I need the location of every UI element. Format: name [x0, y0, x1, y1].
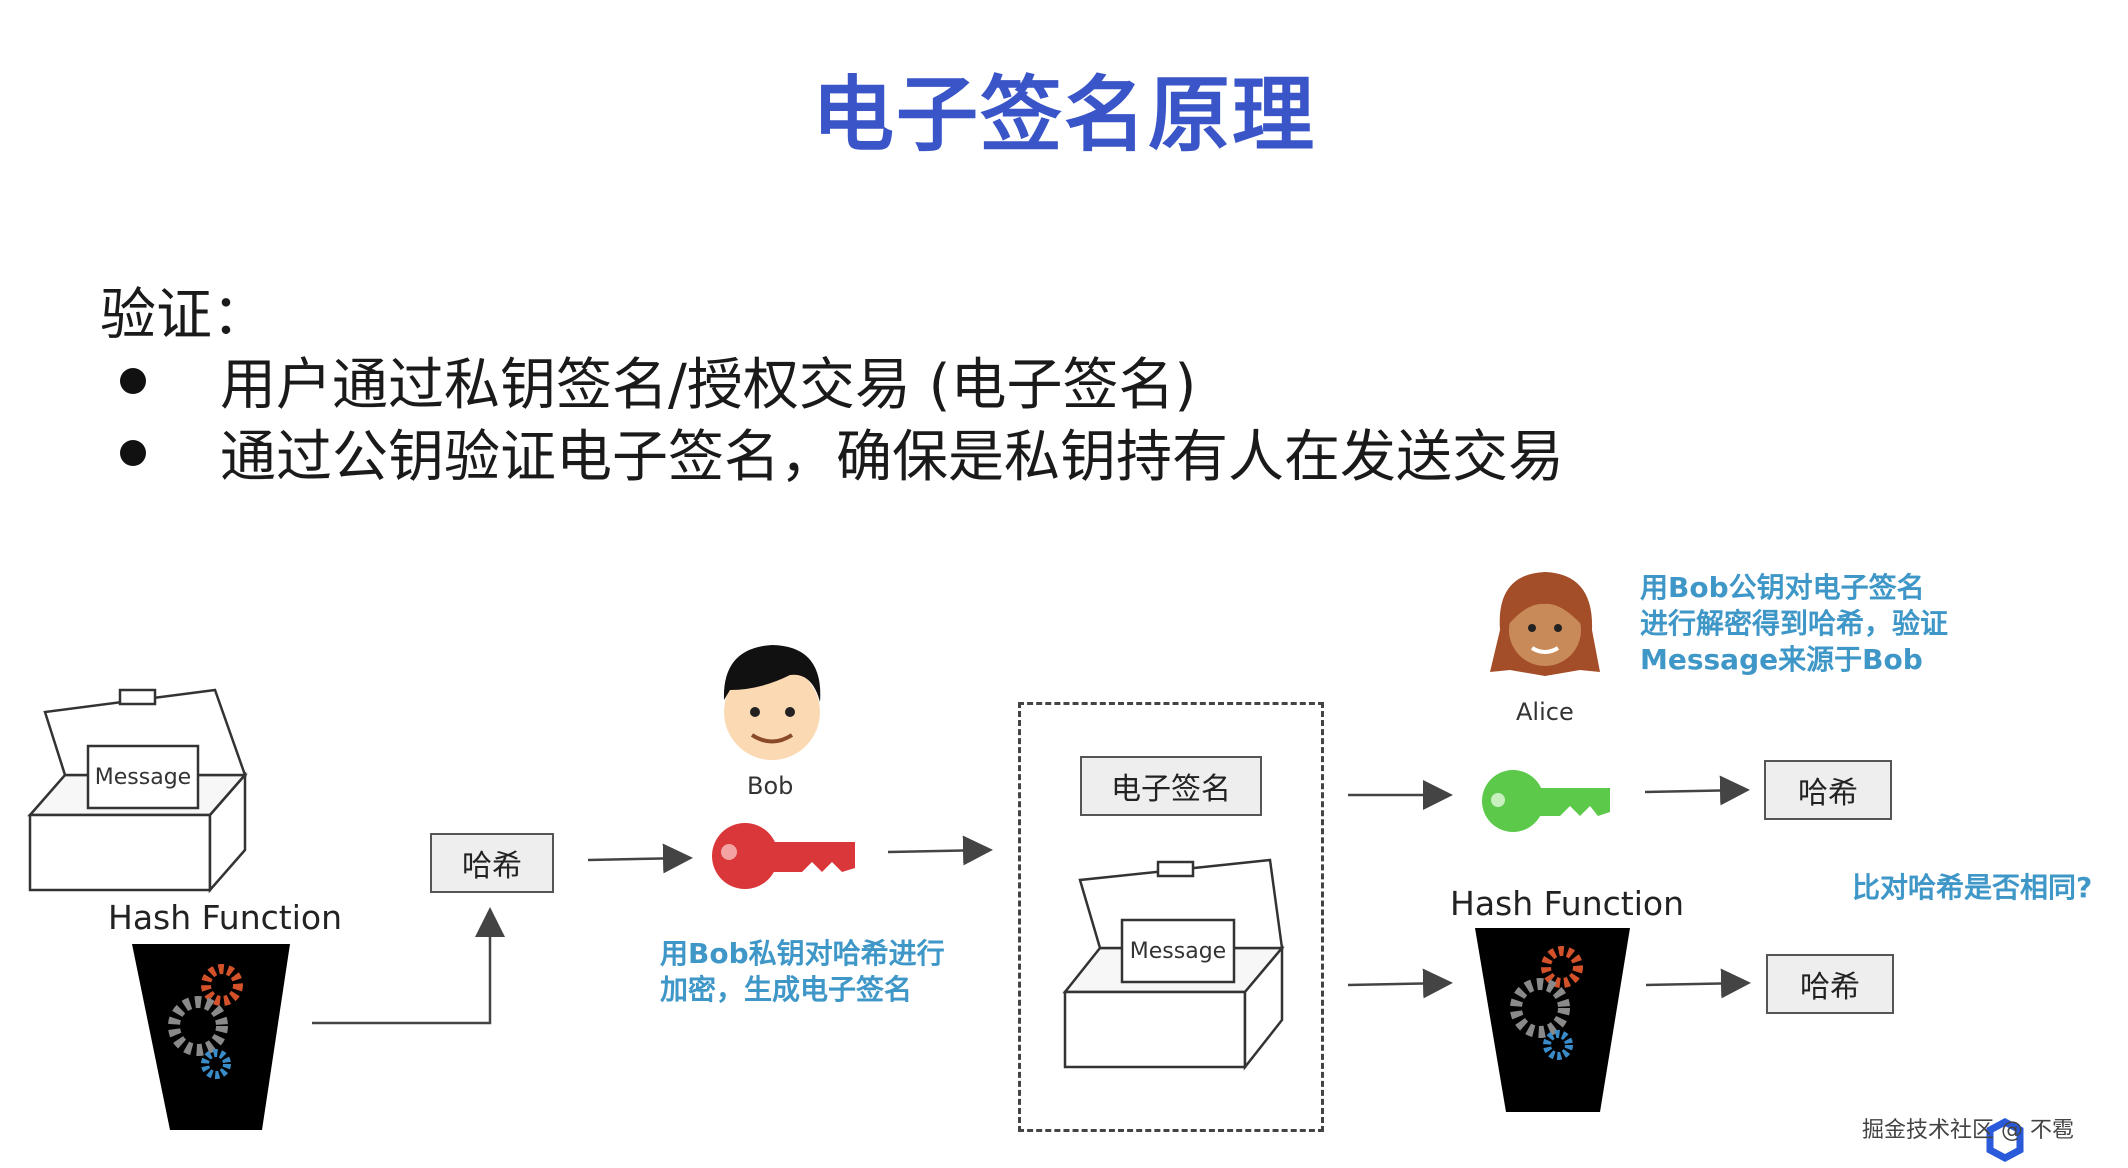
compare-note: 比对哈希是否相同? [1852, 871, 2093, 904]
bullet-item-2: 通过公钥验证电子签名，确保是私钥持有人在发送交易 [120, 412, 1564, 493]
alice-note: 用Bob公钥对电子签名 进行解密得到哈希，验证 Message来源于Bob [1640, 570, 1948, 678]
hash-function-label-left: Hash Function [108, 898, 342, 937]
arrow-hashfn-to-hash [312, 907, 505, 1025]
hash-box-right-top: 哈希 [1764, 760, 1892, 820]
alice-note-line-3: Message来源于Bob [1640, 643, 1923, 676]
arrow-pubkey-to-hash [1644, 775, 1750, 806]
section-heading: 验证： [100, 283, 268, 348]
alice-label: Alice [1516, 698, 1574, 726]
public-key-icon [1482, 770, 1610, 832]
arrow-hash-to-key [587, 843, 693, 874]
page-title: 电子签名原理 [811, 68, 1316, 163]
chainlink-logo-icon [1986, 1118, 2024, 1162]
watermark: 掘金技术社区 @ 不雹 [1862, 1118, 2074, 1143]
private-key-icon [712, 823, 855, 889]
bullet-text-2: 通过公钥验证电子签名，确保是私钥持有人在发送交易 [220, 425, 1564, 490]
alice-avatar-icon [1490, 572, 1600, 676]
arrow-key-to-signature [887, 835, 993, 866]
bullet-dot [120, 367, 146, 394]
arrow-message-to-hashfn [1347, 968, 1453, 999]
bullet-dot [120, 439, 146, 466]
message-box-icon [27, 688, 248, 894]
alice-note-line-2: 进行解密得到哈希，验证 [1640, 607, 1949, 640]
bob-note-line-1: 用Bob私钥对哈希进行 [660, 937, 945, 970]
message-label-center: Message [1129, 938, 1227, 964]
bob-avatar-icon [723, 645, 821, 760]
bullet-item-1: 用户通过私钥签名/授权交易 (电子签名) [120, 340, 1196, 421]
bob-label: Bob [747, 772, 794, 800]
hash-box-right-bottom: 哈希 [1766, 954, 1894, 1014]
hash-function-funnel-icon [1475, 928, 1630, 1112]
bob-note-line-2: 加密，生成电子签名 [660, 973, 913, 1006]
bullet-text-1: 用户通过私钥签名/授权交易 (电子签名) [220, 353, 1197, 418]
signed-bundle-frame [1018, 702, 1324, 1132]
message-box-icon [1062, 858, 1285, 1071]
message-label-left: Message [94, 764, 192, 790]
arrow-hashfn-to-hash-bottom [1645, 968, 1751, 999]
hash-box-left: 哈希 [430, 833, 554, 893]
signature-box: 电子签名 [1080, 756, 1262, 816]
hash-function-label-right: Hash Function [1450, 884, 1684, 923]
hash-function-funnel-icon [132, 944, 290, 1130]
bob-note: 用Bob私钥对哈希进行 加密，生成电子签名 [660, 936, 945, 1008]
alice-note-line-1: 用Bob公钥对电子签名 [1640, 571, 1925, 604]
